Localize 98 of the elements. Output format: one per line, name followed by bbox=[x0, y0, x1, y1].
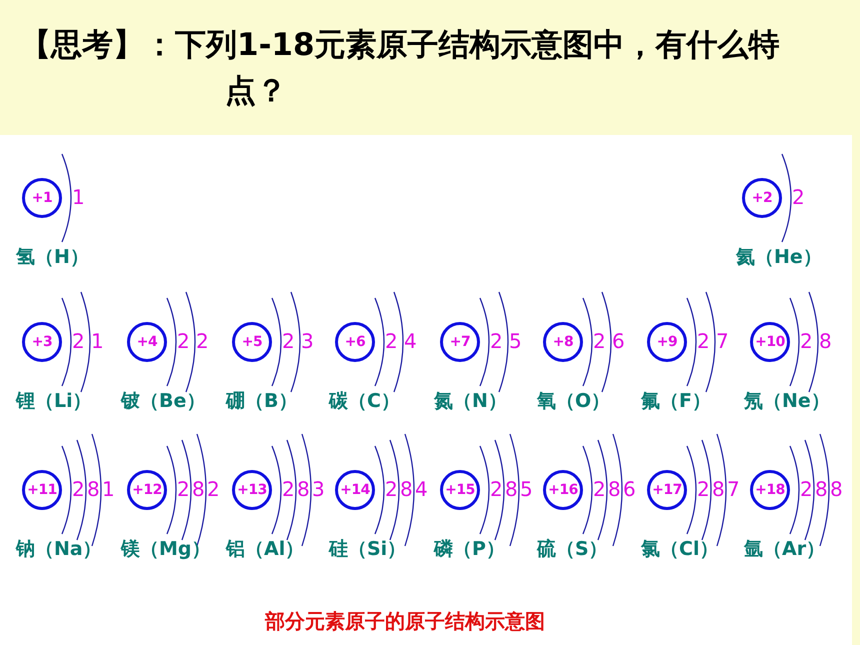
electron-count: 6 bbox=[623, 478, 636, 500]
element-name: 氧（O） bbox=[537, 390, 610, 412]
element-name: 碳（C） bbox=[329, 390, 400, 412]
caption: 部分元素原子的原子结构示意图 bbox=[265, 609, 545, 633]
nuclear-charge: +12 bbox=[132, 482, 162, 498]
nuclear-charge: +11 bbox=[27, 482, 57, 498]
electron-count: 2 bbox=[282, 478, 295, 500]
element-name: 氟（F） bbox=[641, 390, 711, 412]
electron-count: 7 bbox=[727, 478, 740, 500]
element-name: 氩（Ar） bbox=[744, 538, 826, 560]
electron-count: 2 bbox=[697, 330, 710, 352]
element-name: 锂（Li） bbox=[16, 390, 92, 412]
electron-count: 1 bbox=[102, 478, 115, 500]
nuclear-charge: +18 bbox=[755, 482, 785, 498]
electron-count: 2 bbox=[593, 330, 606, 352]
electron-count: 8 bbox=[505, 478, 518, 500]
element-name: 氖（Ne） bbox=[744, 390, 830, 412]
nucleus-circle bbox=[127, 322, 167, 362]
nuclear-charge: +15 bbox=[445, 482, 475, 498]
nucleus-circle bbox=[127, 470, 167, 510]
electron-count: 8 bbox=[830, 478, 843, 500]
element-name: 铍（Be） bbox=[121, 390, 206, 412]
electron-count: 2 bbox=[72, 478, 85, 500]
nucleus-circle bbox=[440, 322, 480, 362]
electron-count: 4 bbox=[404, 330, 417, 352]
nuclear-charge: +17 bbox=[652, 482, 682, 498]
nucleus-circle bbox=[232, 322, 272, 362]
electron-count: 4 bbox=[415, 478, 428, 500]
electron-count: 3 bbox=[301, 330, 314, 352]
electron-count: 8 bbox=[815, 478, 828, 500]
electron-count: 5 bbox=[509, 330, 522, 352]
element-name: 硅（Si） bbox=[329, 538, 406, 560]
nuclear-charge: +13 bbox=[237, 482, 267, 498]
nucleus-circle bbox=[440, 470, 480, 510]
electron-count: 8 bbox=[712, 478, 725, 500]
electron-count: 2 bbox=[490, 330, 503, 352]
nuclear-charge: +9 bbox=[656, 334, 678, 350]
nucleus-circle bbox=[22, 470, 62, 510]
nucleus-circle bbox=[647, 470, 687, 510]
nuclear-charge: +14 bbox=[340, 482, 370, 498]
nuclear-charge: +8 bbox=[552, 334, 574, 350]
electron-count: 2 bbox=[196, 330, 209, 352]
nuclear-charge: +2 bbox=[752, 190, 772, 206]
nuclear-charge: +1 bbox=[32, 190, 52, 206]
electron-count: 8 bbox=[87, 478, 100, 500]
nucleus-circle bbox=[335, 322, 375, 362]
electron-count: 1 bbox=[72, 186, 85, 208]
element-name: 硫（S） bbox=[537, 538, 608, 560]
electron-count: 8 bbox=[297, 478, 310, 500]
electron-count: 5 bbox=[520, 478, 533, 500]
element-name: 硼（B） bbox=[226, 390, 298, 412]
electron-count: 8 bbox=[608, 478, 621, 500]
electron-count: 2 bbox=[282, 330, 295, 352]
nucleus-circle bbox=[543, 322, 583, 362]
nucleus-circle bbox=[22, 178, 62, 218]
electron-count: 2 bbox=[385, 330, 398, 352]
nucleus-circle bbox=[750, 322, 790, 362]
nucleus-circle bbox=[232, 470, 272, 510]
electron-count: 2 bbox=[72, 330, 85, 352]
electron-count: 2 bbox=[800, 478, 813, 500]
nuclear-charge: +3 bbox=[32, 334, 52, 350]
nuclear-charge: +4 bbox=[136, 334, 158, 350]
electron-count: 2 bbox=[800, 330, 813, 352]
element-name: 氯（Cl） bbox=[641, 538, 718, 560]
electron-count: 2 bbox=[207, 478, 220, 500]
nucleus-circle bbox=[750, 470, 790, 510]
element-name: 铝（Al） bbox=[226, 538, 304, 560]
nucleus-circle bbox=[22, 322, 62, 362]
electron-count: 2 bbox=[593, 478, 606, 500]
question-heading: 【思考】：下列1-18元素原子结构示意图中，有什么特点？ bbox=[20, 26, 781, 111]
electron-count: 2 bbox=[177, 330, 190, 352]
element-name: 氦（He） bbox=[736, 246, 822, 268]
nucleus-circle bbox=[543, 470, 583, 510]
nuclear-charge: +10 bbox=[755, 334, 785, 350]
nuclear-charge: +7 bbox=[450, 334, 470, 350]
electron-count: 1 bbox=[91, 330, 104, 352]
nucleus-circle bbox=[742, 178, 782, 218]
element-name: 磷（P） bbox=[434, 538, 505, 560]
nucleus-circle bbox=[647, 322, 687, 362]
element-name: 氮（N） bbox=[434, 390, 507, 412]
element-name: 氢（H） bbox=[16, 246, 89, 268]
electron-count: 8 bbox=[400, 478, 413, 500]
element-name: 镁（Mg） bbox=[121, 538, 211, 560]
electron-count: 2 bbox=[177, 478, 190, 500]
electron-count: 2 bbox=[490, 478, 503, 500]
nuclear-charge: +5 bbox=[242, 334, 262, 350]
electron-count: 3 bbox=[312, 478, 325, 500]
electron-count: 7 bbox=[716, 330, 729, 352]
electron-count: 8 bbox=[819, 330, 832, 352]
electron-count: 2 bbox=[792, 186, 805, 208]
electron-count: 2 bbox=[385, 478, 398, 500]
nuclear-charge: +16 bbox=[548, 482, 578, 498]
electron-count: 8 bbox=[192, 478, 205, 500]
electron-count: 2 bbox=[697, 478, 710, 500]
nucleus-circle bbox=[335, 470, 375, 510]
element-name: 钠（Na） bbox=[16, 538, 102, 560]
nuclear-charge: +6 bbox=[344, 334, 366, 350]
electron-count: 6 bbox=[612, 330, 625, 352]
